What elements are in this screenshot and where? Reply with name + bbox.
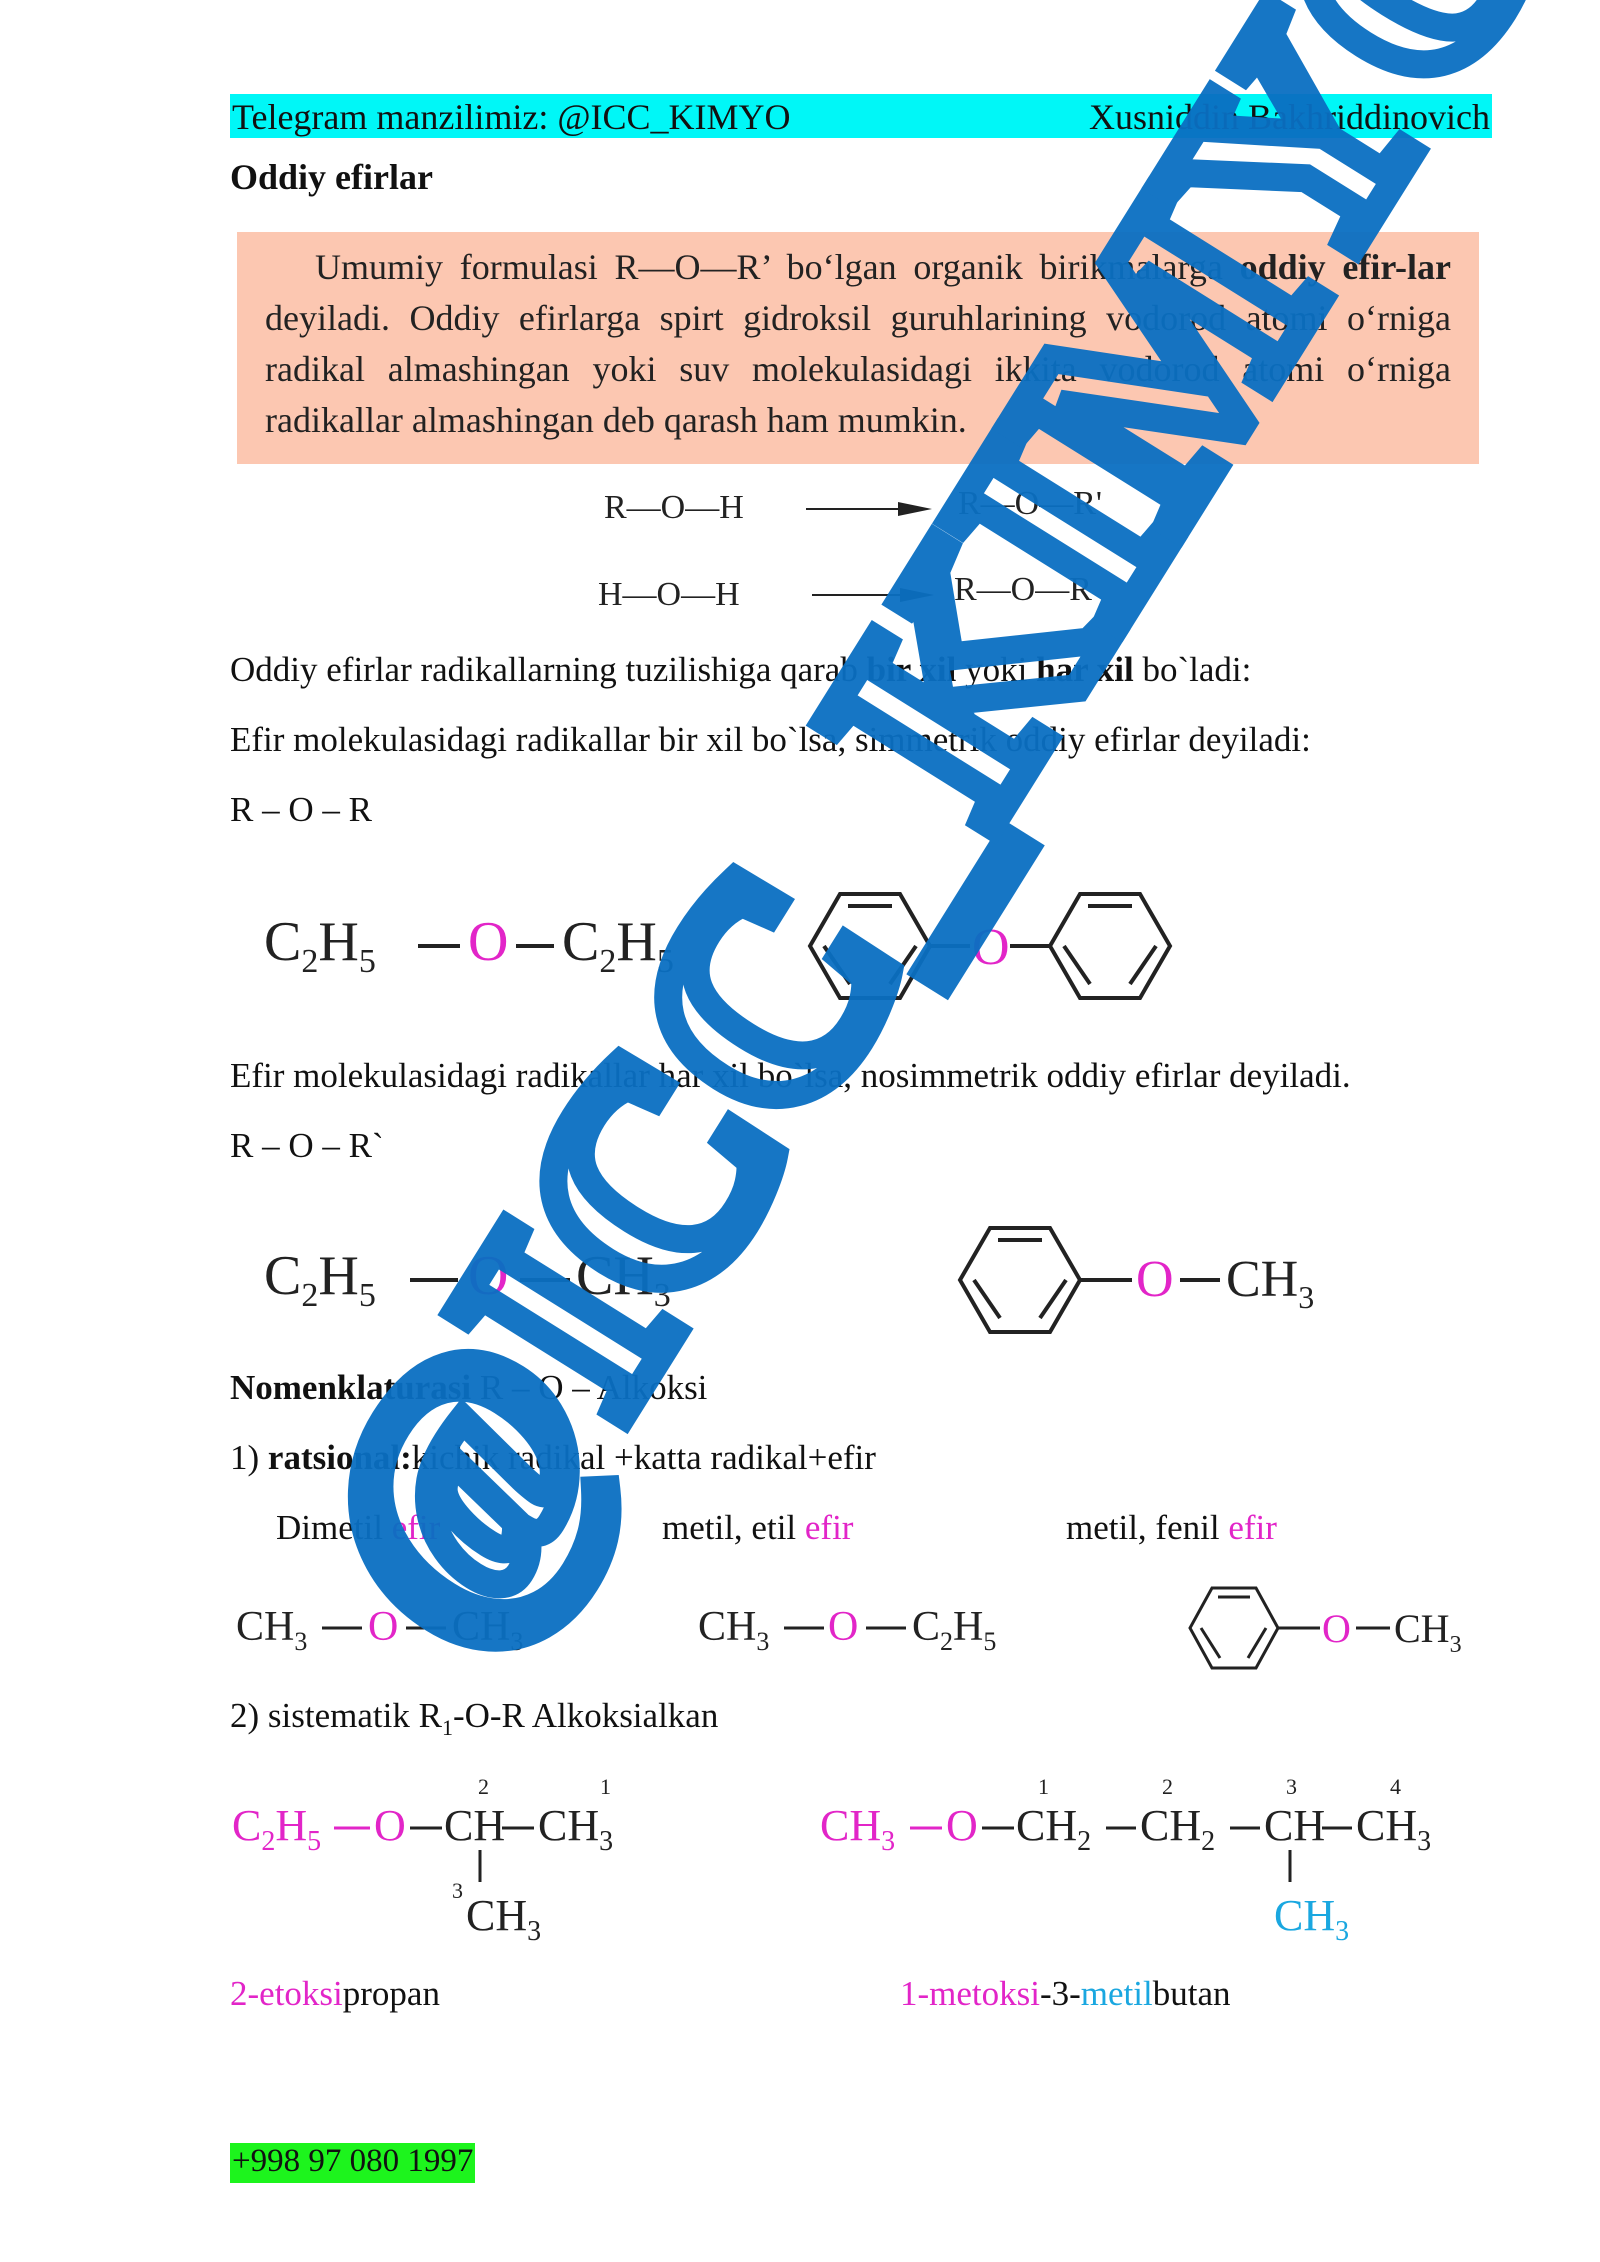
- svg-text:4: 4: [1390, 1774, 1401, 1799]
- reaction-scheme: R—O—H R—O—R' H—O—H R—O—R: [598, 485, 1102, 613]
- svg-text:CH: CH: [444, 1801, 505, 1850]
- svg-text:O: O: [828, 1604, 858, 1650]
- nomenclature-line: Nomenklaturasi R – O – Alkoksi: [230, 1368, 708, 1407]
- svg-text:O: O: [1322, 1606, 1351, 1651]
- svg-text:CH3: CH3: [820, 1801, 895, 1857]
- svg-text:C2H5: C2H5: [232, 1801, 321, 1857]
- svg-text:3: 3: [1286, 1774, 1297, 1799]
- rational-examples: CH3 O CH3 CH3 O C2H5 O CH3: [236, 1586, 1462, 1670]
- svg-text:CH3: CH3: [698, 1604, 769, 1656]
- author-name: Xusniddin Bakhriddinovich: [1089, 97, 1490, 137]
- svg-text:2: 2: [1162, 1774, 1173, 1799]
- footer-phone: +998 97 080 1997: [230, 2143, 476, 2183]
- svg-text:CH3: CH3: [1394, 1606, 1462, 1658]
- svg-text:C2H5: C2H5: [912, 1604, 996, 1656]
- systematic-examples: C2H5 O 2 CH 1 CH3 3 CH3 CH3 O 1 CH2 2 CH…: [232, 1774, 1431, 1947]
- svg-text:O: O: [1136, 1251, 1174, 1308]
- telegram-address: Telegram manzilimiz: @ICC_KIMYO: [232, 97, 791, 137]
- svg-text:CH2: CH2: [1140, 1801, 1215, 1857]
- asymmetric-examples: C2H5 O CH3 O CH3: [264, 1226, 1314, 1334]
- text-asymmetric: Efir molekulasidagi radikallar har xil b…: [230, 1056, 1351, 1095]
- name-dimethyl-ether: Dimetil efir: [276, 1508, 441, 1547]
- svg-text:CH2: CH2: [1016, 1801, 1091, 1857]
- scheme-roh: R—O—H: [604, 489, 744, 526]
- svg-text:CH3: CH3: [1356, 1801, 1431, 1857]
- svg-text:CH3: CH3: [466, 1891, 541, 1947]
- text-radical-types: Oddiy efirlar radikallarning tuzilishiga…: [230, 650, 1252, 689]
- ethyl-methyl-ether-structure: C2H5 O CH3: [264, 1245, 671, 1314]
- definition-box: Umumiy formulasi R—O—R’ bo‘lgan organik …: [237, 232, 1479, 464]
- name-methyl-ethyl-ether: metil, etil efir: [662, 1508, 854, 1547]
- diethyl-ether-structure: C2H5 O C2H5: [264, 911, 674, 980]
- methoxymethylbutane-structure: CH3 O 1 CH2 2 CH2 3 CH 4 CH3 CH3: [820, 1774, 1431, 1947]
- iupac-name-2: 1-metoksi-3-metilbutan: [900, 1974, 1231, 2013]
- text-symmetric: Efir molekulasidagi radikallar bir xil b…: [230, 720, 1311, 759]
- svg-text:CH3: CH3: [538, 1801, 613, 1857]
- methyl-phenyl-ether-structure: O CH3: [1188, 1586, 1462, 1670]
- svg-text:CH3: CH3: [236, 1604, 307, 1656]
- svg-text:O: O: [468, 911, 508, 973]
- iupac-name-1: 2-etoksipropan: [230, 1974, 440, 2013]
- scheme-hoh: H—O—H: [598, 576, 740, 613]
- svg-text:O: O: [468, 1245, 508, 1307]
- formula-symmetric: R – O – R: [230, 790, 372, 829]
- ethoxypropane-structure: C2H5 O 2 CH 1 CH3 3 CH3: [232, 1774, 613, 1947]
- svg-text:O: O: [972, 919, 1010, 976]
- svg-text:CH3: CH3: [576, 1245, 671, 1314]
- rational-line: 1) ratsional:kichik radikal +katta radik…: [230, 1438, 876, 1477]
- svg-text:CH3: CH3: [1226, 1251, 1314, 1315]
- name-methyl-phenyl-ether: metil, fenil efir: [1066, 1508, 1277, 1547]
- svg-text:3: 3: [452, 1878, 463, 1903]
- dimethyl-ether-structure: CH3 O CH3: [236, 1604, 523, 1656]
- methyl-ethyl-ether-structure: CH3 O C2H5: [698, 1604, 996, 1656]
- scheme-ror-prime: R—O—R': [958, 485, 1102, 522]
- svg-text:C2H5: C2H5: [264, 1245, 376, 1314]
- svg-text:1: 1: [600, 1774, 611, 1799]
- page-title: Oddiy efirlar: [230, 157, 433, 197]
- svg-text:C2H5: C2H5: [264, 911, 376, 980]
- svg-text:O: O: [374, 1801, 406, 1850]
- symmetric-examples: C2H5 O C2H5 O: [264, 892, 1173, 1000]
- svg-text:O: O: [946, 1801, 978, 1850]
- svg-text:C2H5: C2H5: [562, 911, 674, 980]
- svg-text:2: 2: [478, 1774, 489, 1799]
- diphenyl-ether-structure: O: [807, 892, 1173, 1000]
- svg-text:CH3: CH3: [1274, 1891, 1349, 1947]
- svg-text:O: O: [368, 1604, 398, 1650]
- svg-text:1: 1: [1038, 1774, 1049, 1799]
- header-bar: Telegram manzilimiz: @ICC_KIMYO Xusniddi…: [230, 94, 1492, 138]
- definition-text: Umumiy formulasi R—O—R’ bo‘lgan organik …: [265, 247, 1452, 440]
- systematic-line: 2) sistematik R1-O-R Alkoksialkan: [230, 1696, 719, 1740]
- svg-text:CH: CH: [1264, 1801, 1325, 1850]
- svg-text:CH3: CH3: [452, 1604, 523, 1656]
- anisole-structure: O CH3: [957, 1226, 1314, 1334]
- scheme-ror: R—O—R: [954, 571, 1092, 608]
- formula-asymmetric: R – O – R`: [230, 1126, 384, 1165]
